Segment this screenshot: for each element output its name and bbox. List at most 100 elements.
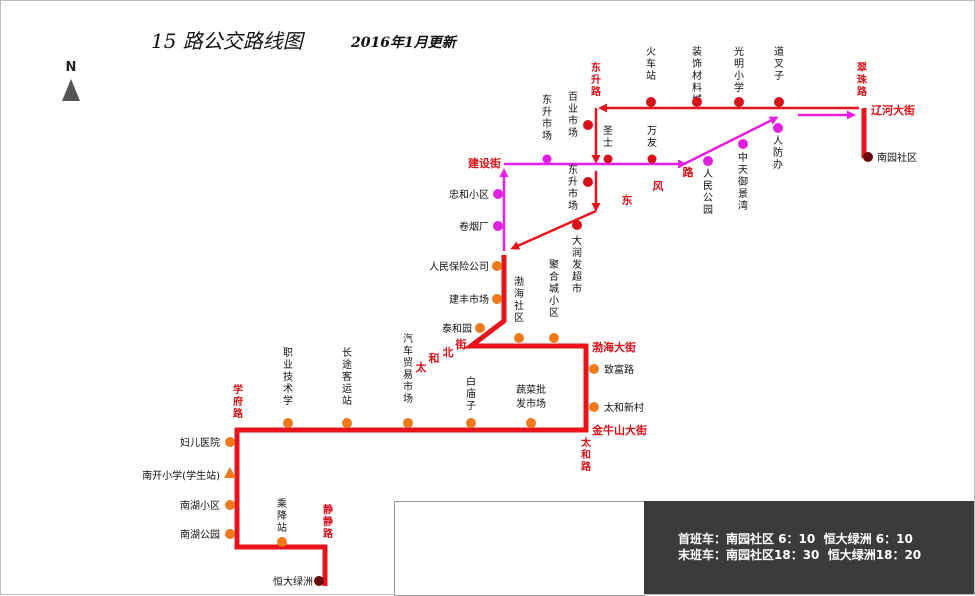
label-char: 市 bbox=[568, 114, 578, 127]
stop-common[interactable] bbox=[403, 418, 413, 428]
stop-common[interactable] bbox=[589, 402, 599, 412]
stop-label-west: 圣士 bbox=[603, 125, 613, 149]
label-char: 客 bbox=[342, 370, 352, 383]
road-label-dongfeng: 路 bbox=[683, 165, 695, 179]
road-label-taihe-north: 太 bbox=[415, 360, 428, 374]
road-label-dongfeng: 东 bbox=[622, 193, 633, 207]
stop-label-east: 人防办 bbox=[773, 135, 783, 171]
label-char: 途 bbox=[342, 358, 352, 371]
label-char: 人 bbox=[773, 135, 783, 147]
stop-terminal-hengda[interactable] bbox=[314, 576, 324, 586]
stop-label-common: 发市场 bbox=[516, 397, 546, 410]
label-char: 府 bbox=[233, 395, 243, 408]
label-char: 长 bbox=[342, 347, 352, 359]
label-char: 东 bbox=[591, 61, 601, 74]
road-label-liaohe: 辽河大街 bbox=[871, 103, 915, 117]
label-char: 中 bbox=[738, 151, 748, 164]
stop-west[interactable] bbox=[692, 97, 702, 107]
label-char: 路 bbox=[591, 85, 602, 98]
label-char: 大 bbox=[572, 234, 582, 247]
stop-common[interactable] bbox=[492, 294, 502, 304]
road-label-jingjing: 静静路 bbox=[323, 503, 334, 540]
label-char: 站 bbox=[342, 394, 352, 407]
stop-west[interactable] bbox=[603, 154, 613, 164]
road-label-dongfeng: 风 bbox=[653, 179, 664, 193]
label-char: 超 bbox=[572, 270, 582, 283]
stop-common[interactable] bbox=[342, 418, 352, 428]
label-char: 静 bbox=[323, 503, 333, 516]
label-char: 园 bbox=[703, 204, 713, 216]
label-char: 学 bbox=[233, 383, 243, 396]
label-char: 珠 bbox=[857, 73, 868, 86]
legend-box bbox=[394, 501, 645, 596]
stop-common[interactable] bbox=[589, 364, 599, 374]
last-bus-time: 末班车：南园社区18：30 恒大绿洲18：20 bbox=[678, 548, 922, 562]
stop-terminal-nanyuan[interactable] bbox=[863, 152, 873, 162]
label-char: 子 bbox=[466, 400, 476, 412]
label-char: 业 bbox=[568, 103, 578, 115]
label-char: 城 bbox=[549, 283, 559, 295]
stop-east[interactable] bbox=[738, 139, 748, 149]
stop-label-common: 太和新村 bbox=[604, 401, 644, 414]
label-char: 易 bbox=[403, 369, 413, 381]
north-arrow-icon: N bbox=[62, 60, 80, 101]
label-char: 翠 bbox=[857, 62, 867, 74]
label-char: 小 bbox=[549, 295, 559, 307]
label-char: 东 bbox=[568, 163, 578, 176]
stop-west[interactable] bbox=[774, 97, 784, 107]
stop-common[interactable] bbox=[466, 418, 476, 428]
stop-west[interactable] bbox=[583, 177, 593, 187]
label-char: 路 bbox=[323, 527, 334, 540]
label-char: 学 bbox=[734, 81, 744, 94]
stop-label-west: 火车站 bbox=[646, 46, 656, 82]
label-char: 道 bbox=[774, 45, 784, 58]
stop-east[interactable] bbox=[773, 123, 783, 133]
stop-west[interactable] bbox=[734, 97, 744, 107]
stop-student-triangle-icon[interactable] bbox=[224, 467, 236, 478]
stop-west[interactable] bbox=[646, 97, 656, 107]
label-char: 区 bbox=[549, 307, 559, 319]
stop-common[interactable] bbox=[492, 261, 502, 271]
stop-common[interactable] bbox=[475, 323, 485, 333]
label-char: 御 bbox=[738, 175, 748, 188]
label-char: 小 bbox=[734, 70, 744, 82]
label-char: 路 bbox=[233, 407, 244, 420]
stop-common[interactable] bbox=[225, 437, 235, 447]
road-label-dongsheng: 东升路 bbox=[591, 61, 602, 98]
label-char: 市 bbox=[542, 117, 552, 130]
stop-label-common: 妇儿医院 bbox=[180, 436, 220, 449]
label-char: 乘 bbox=[277, 498, 287, 510]
stop-common[interactable] bbox=[277, 537, 287, 547]
stop-east[interactable] bbox=[542, 154, 552, 164]
route-thick-main bbox=[234, 255, 589, 586]
stop-common[interactable] bbox=[225, 529, 235, 539]
stop-common[interactable] bbox=[225, 500, 235, 510]
label-char: 湾 bbox=[738, 199, 748, 212]
stop-label-hengda: 恒大绿洲 bbox=[273, 575, 313, 588]
label-char: 太 bbox=[580, 436, 592, 449]
label-char: 场 bbox=[542, 129, 552, 142]
map-title: 15 路公交路线图 bbox=[151, 29, 303, 53]
stop-common[interactable] bbox=[549, 333, 559, 343]
stop-common[interactable] bbox=[283, 418, 293, 428]
label-char: 车 bbox=[646, 57, 656, 70]
label-char: 士 bbox=[603, 136, 613, 149]
stop-common[interactable] bbox=[514, 333, 524, 343]
stop-east[interactable] bbox=[493, 221, 503, 231]
label-char: 职 bbox=[283, 347, 293, 359]
stop-west[interactable] bbox=[583, 120, 593, 130]
label-char: 百 bbox=[568, 91, 578, 103]
label-char: 子 bbox=[774, 70, 784, 82]
label-char: 贸 bbox=[403, 357, 413, 369]
stop-east[interactable] bbox=[703, 156, 713, 166]
stop-west[interactable] bbox=[572, 220, 582, 230]
stop-east[interactable] bbox=[493, 189, 503, 199]
stop-common[interactable] bbox=[526, 418, 536, 428]
stop-label-west: 装饰材料城 bbox=[692, 45, 702, 106]
stop-west[interactable] bbox=[647, 154, 657, 164]
road-label-taihe-north: 街 bbox=[455, 337, 467, 351]
